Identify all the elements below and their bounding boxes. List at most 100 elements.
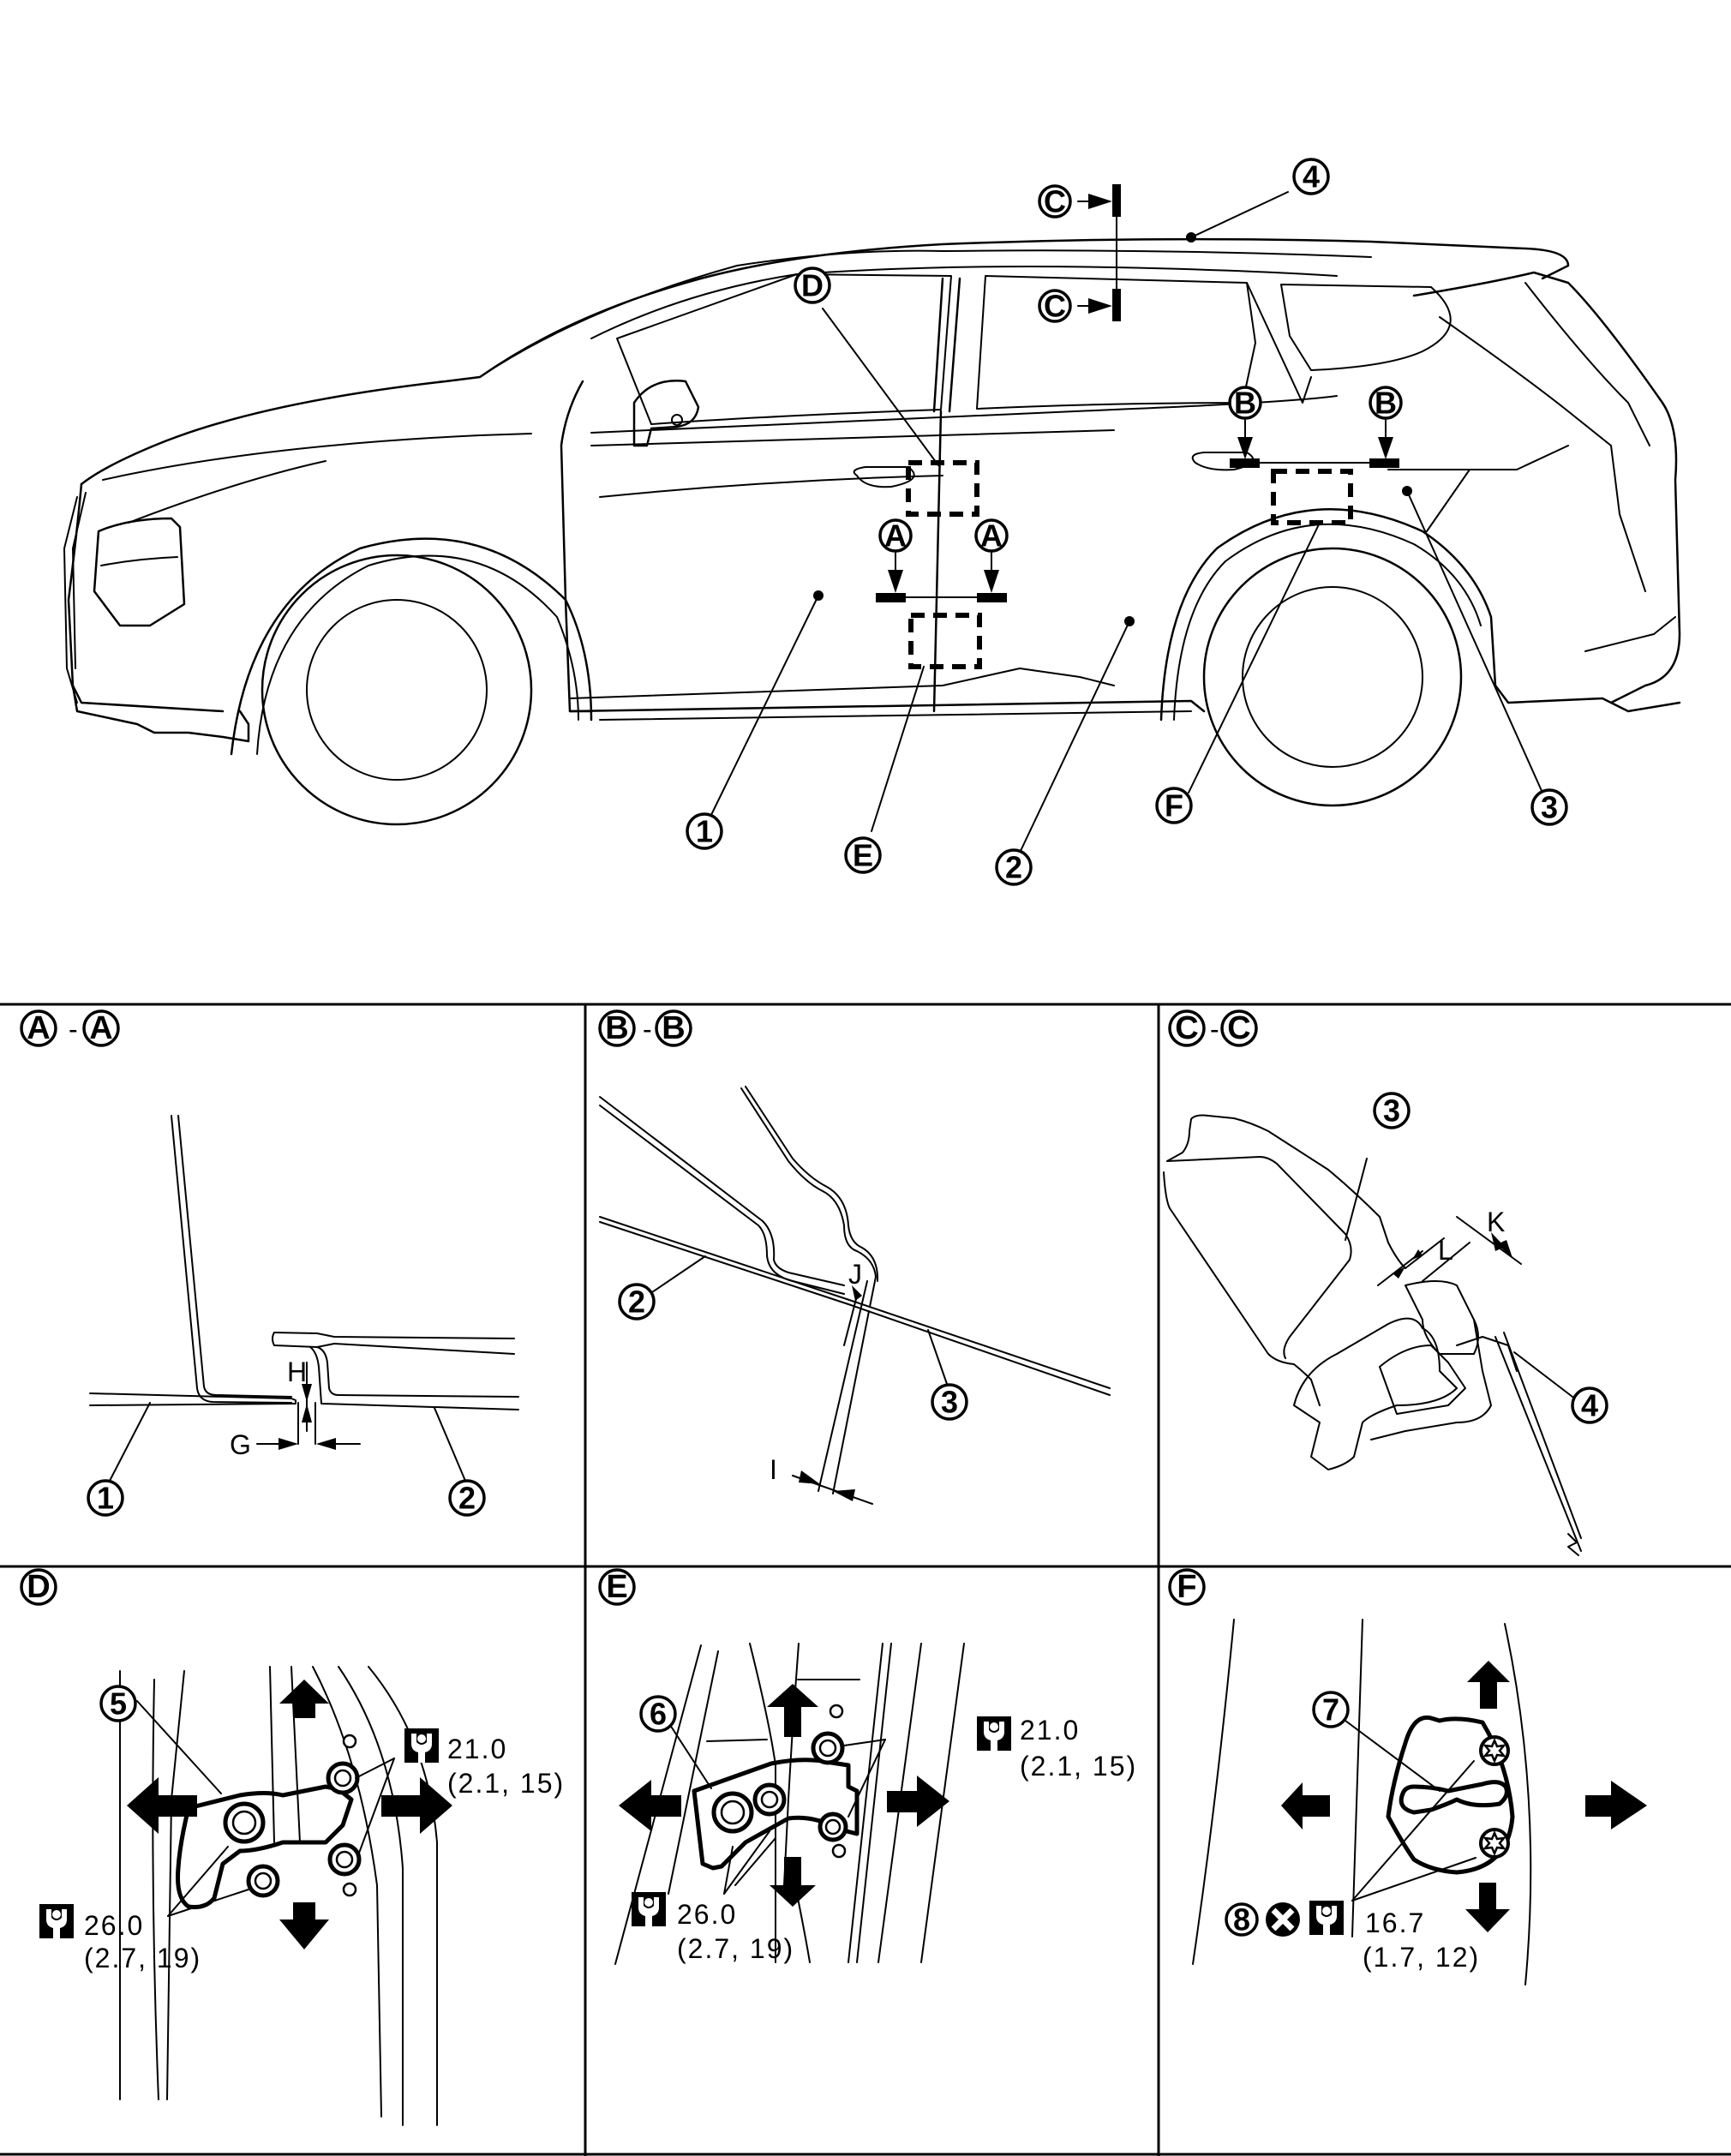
callout-part-4: 4 <box>1292 158 1330 195</box>
svg-text:4: 4 <box>1581 1388 1598 1423</box>
callout-part-1: 1 <box>686 812 723 850</box>
svg-text:C: C <box>1175 1010 1198 1046</box>
svg-text:2: 2 <box>628 1285 645 1320</box>
panel-grid <box>0 1003 1731 2156</box>
callout-section-A-right: A <box>974 518 1009 554</box>
section-line-B <box>1230 419 1399 468</box>
svg-text:D: D <box>27 1569 50 1605</box>
svg-text:7: 7 <box>1322 1692 1339 1728</box>
detail-box-D <box>906 460 979 517</box>
svg-text:3: 3 <box>1383 1093 1400 1129</box>
svg-text:5: 5 <box>110 1686 127 1722</box>
svg-text:B: B <box>1234 386 1256 421</box>
svg-text:A: A <box>980 518 1003 554</box>
callout-part-3: 3 <box>1530 788 1568 826</box>
svg-text:C: C <box>1044 289 1066 324</box>
svg-text:A: A <box>27 1010 50 1046</box>
svg-text:1: 1 <box>97 1481 114 1516</box>
svg-text:E: E <box>606 1569 627 1605</box>
torque-spec-lower: 26.0 (2.7, 19) <box>632 1892 794 1964</box>
panel-title: B - B <box>598 1009 692 1047</box>
section-line-C <box>1077 184 1121 321</box>
svg-text:(2.1, 15): (2.1, 15) <box>447 1768 565 1799</box>
torque-spec: 8 16.7 (1.7, 12) <box>1225 1901 1480 1973</box>
section-line-A <box>876 552 1007 602</box>
torque-spec-upper: 21.0 (2.1, 15) <box>977 1715 1137 1782</box>
arrow-left <box>127 1777 197 1834</box>
svg-text:1: 1 <box>696 814 713 849</box>
torque-wrench-icon <box>1309 1901 1344 1935</box>
dimension-J: J <box>848 1259 862 1290</box>
detail-box-F <box>1271 469 1353 525</box>
torque-spec-upper: 21.0 (2.1, 15) <box>404 1728 565 1799</box>
svg-text:A: A <box>89 1010 112 1046</box>
svg-text:-: - <box>1210 1014 1219 1045</box>
callout-view-D: D <box>794 267 831 304</box>
callout-section-A-left: A <box>878 518 913 554</box>
svg-text:(2.1, 15): (2.1, 15) <box>1020 1751 1137 1782</box>
arrow-right <box>381 1777 452 1834</box>
callout-section-C-bottom: C <box>1038 289 1072 324</box>
svg-text:(1.7, 12): (1.7, 12) <box>1363 1942 1480 1973</box>
svg-text:26.0: 26.0 <box>677 1899 737 1930</box>
arrow-right <box>887 1776 949 1827</box>
torque-wrench-icon <box>632 1892 666 1926</box>
svg-text:B: B <box>1375 386 1397 421</box>
svg-text:-: - <box>643 1014 652 1045</box>
callout-view-F: F <box>1155 787 1193 824</box>
svg-text:C: C <box>1227 1010 1250 1046</box>
svg-text:21.0: 21.0 <box>1020 1715 1080 1746</box>
panel-section-B-B: B - B I J 2 3 <box>598 1009 1111 1505</box>
svg-text:2: 2 <box>1005 850 1022 885</box>
svg-text:(2.7, 19): (2.7, 19) <box>84 1943 201 1973</box>
dimension-K: K <box>1487 1207 1505 1237</box>
panel-view-F: F 7 8 16.7 (1.7, 1 <box>1168 1568 1647 1985</box>
arrow-right <box>1585 1781 1647 1830</box>
svg-text:C: C <box>1044 184 1066 219</box>
panel-title: A - A <box>20 1009 120 1047</box>
torque-wrench-icon <box>977 1716 1011 1751</box>
arrow-up <box>1467 1661 1510 1709</box>
svg-text:(2.7, 19): (2.7, 19) <box>677 1933 794 1964</box>
svg-text:3: 3 <box>1541 790 1558 825</box>
svg-text:F: F <box>1177 1569 1196 1605</box>
arrow-down <box>279 1902 329 1949</box>
svg-text:4: 4 <box>1303 159 1320 195</box>
leader-lines <box>709 191 1543 853</box>
car-side-view <box>63 237 1681 826</box>
svg-text:26.0: 26.0 <box>84 1910 144 1941</box>
arrow-left <box>1281 1782 1330 1830</box>
panel-view-E: E 6 <box>598 1568 1137 1965</box>
callout-section-B-right: B <box>1369 386 1403 421</box>
torque-spec-lower: 26.0 (2.7, 19) <box>39 1904 201 1973</box>
detail-box-E <box>908 613 982 669</box>
dimension-L: L <box>1438 1235 1453 1266</box>
callout-section-C-top: C <box>1038 184 1072 219</box>
svg-text:E: E <box>853 838 873 873</box>
callout-part-2: 2 <box>995 848 1033 886</box>
x-circle-icon <box>1266 1902 1300 1937</box>
callout-section-B-left: B <box>1228 386 1262 421</box>
panel-section-A-A: A - A H G 1 2 <box>20 1009 519 1517</box>
panel-title: C - C <box>1168 1009 1258 1047</box>
svg-text:3: 3 <box>941 1385 958 1420</box>
arrow-down <box>1465 1883 1510 1932</box>
callout-view-E: E <box>844 836 882 874</box>
dimension-G: G <box>230 1429 251 1460</box>
svg-text:B: B <box>605 1010 628 1046</box>
bolt-label: 8 <box>1233 1902 1250 1937</box>
svg-text:16.7: 16.7 <box>1365 1907 1425 1938</box>
arrow-up <box>279 1680 329 1718</box>
torque-wrench-icon <box>404 1728 439 1763</box>
panel-section-C-C: C - C K L 3 4 <box>1163 1009 1608 1556</box>
svg-text:D: D <box>801 268 824 303</box>
panel-view-D: D 5 21.0 (2. <box>20 1568 565 2126</box>
svg-text:-: - <box>69 1014 78 1045</box>
svg-text:2: 2 <box>458 1481 476 1516</box>
arrow-down <box>770 1857 816 1907</box>
svg-text:F: F <box>1165 788 1183 823</box>
dimension-I: I <box>770 1454 777 1485</box>
svg-text:6: 6 <box>650 1697 667 1732</box>
torque-wrench-icon <box>39 1904 74 1938</box>
